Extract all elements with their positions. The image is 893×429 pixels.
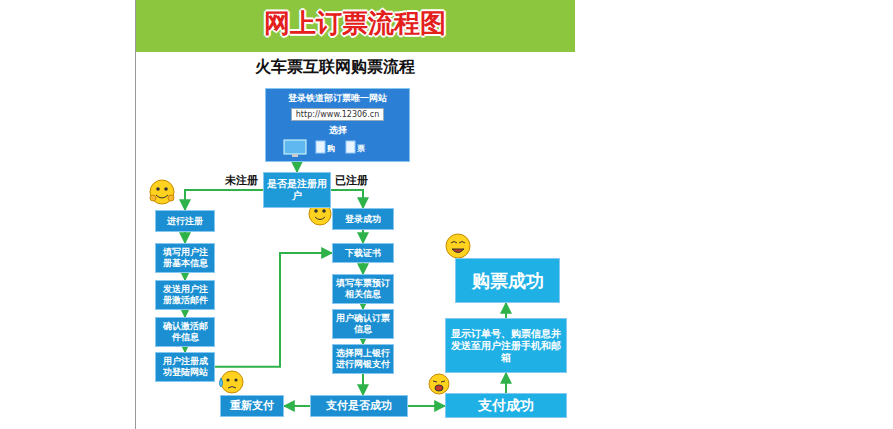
node-text: 是否是注册用户 (267, 178, 327, 202)
flow-arrow (215, 253, 332, 367)
node-text: 选择网上银行进行网银支付 (336, 348, 390, 370)
node-text: 填写用户注册基本信息 (159, 247, 211, 269)
process-box: 下载证书 (332, 243, 394, 263)
flow-arrow (296, 162, 298, 172)
flow-arrow (284, 405, 310, 407)
smiley-icons (150, 180, 470, 394)
process-box: 确认激活邮件信息 (155, 317, 215, 347)
node-text: 确认激活邮件信息 (159, 321, 211, 343)
ticket-icon (346, 141, 355, 153)
process-box: 支付是否成功 (310, 395, 408, 417)
url-box: http://www.12306.cn (291, 108, 384, 122)
flow-arrow (331, 190, 363, 208)
flow-arrow (362, 374, 364, 395)
icon-label: 票 (357, 143, 365, 154)
node-text: 支付成功 (478, 397, 534, 414)
flow-arrow (362, 263, 364, 274)
subtitle: 火车票互联网购票流程 (255, 57, 415, 78)
process-box: 填写用户注册基本信息 (155, 243, 215, 273)
node-text: 选择 (329, 125, 347, 136)
node-text: 支付是否成功 (326, 399, 392, 412)
process-box: 显示订单号、购票信息并发送至用户注册手机和邮箱 (445, 318, 567, 373)
decision-box: 是否是注册用户 (263, 172, 331, 208)
process-box: 登录铁道部订票唯一网站 http://www.12306.cn 选择 (265, 88, 410, 162)
diagram-title: 网上订票流程图 (135, 6, 575, 41)
node-text: 登录成功 (345, 214, 381, 225)
node-text: http://www.12306.cn (296, 110, 379, 120)
process-box: 选择网上银行进行网银支付 (332, 344, 394, 374)
flow-arrow (408, 405, 445, 407)
flow-arrow (184, 310, 186, 317)
node-text: 用户确认订票信息 (336, 313, 390, 335)
node-text: 显示订单号、购票信息并发送至用户注册手机和邮箱 (449, 328, 563, 364)
flow-arrow (505, 373, 507, 393)
node-text: 进行注册 (167, 216, 203, 227)
process-box: 重新支付 (220, 395, 284, 417)
flow-arrow (362, 230, 364, 243)
title-band (135, 0, 575, 52)
node-text: 登录铁道部订票唯一网站 (288, 93, 387, 104)
node-text: 用户注册成功登陆网站 (159, 356, 211, 378)
computer-icon (284, 140, 306, 157)
node-text: 下载证书 (345, 248, 381, 259)
frame-line (135, 0, 136, 429)
process-box: 用户确认订票信息 (332, 309, 394, 339)
process-box: 支付成功 (445, 393, 567, 418)
process-box: 登录成功 (332, 208, 394, 230)
flow-arrow (184, 232, 186, 243)
flow-arrow (185, 190, 263, 210)
process-box: 进行注册 (155, 210, 215, 232)
node-text: 购票成功 (472, 270, 544, 292)
process-box: 填写车票预订相关信息 (332, 274, 394, 304)
node-text: 重新支付 (230, 399, 274, 412)
process-box: 发送用户注册激活邮件 (155, 280, 215, 310)
icon-label: 购 (327, 143, 335, 154)
process-box: 用户注册成功登陆网站 (155, 352, 215, 382)
process-box: 购票成功 (455, 258, 560, 303)
node-text: 填写车票预订相关信息 (336, 278, 390, 300)
flow-arrow (505, 303, 507, 318)
ticket-icon (316, 141, 325, 153)
node-text: 发送用户注册激活邮件 (159, 284, 211, 306)
edge-label: 已注册 (334, 173, 369, 188)
edge-label: 未注册 (224, 173, 259, 188)
flow-arrow (184, 273, 186, 280)
